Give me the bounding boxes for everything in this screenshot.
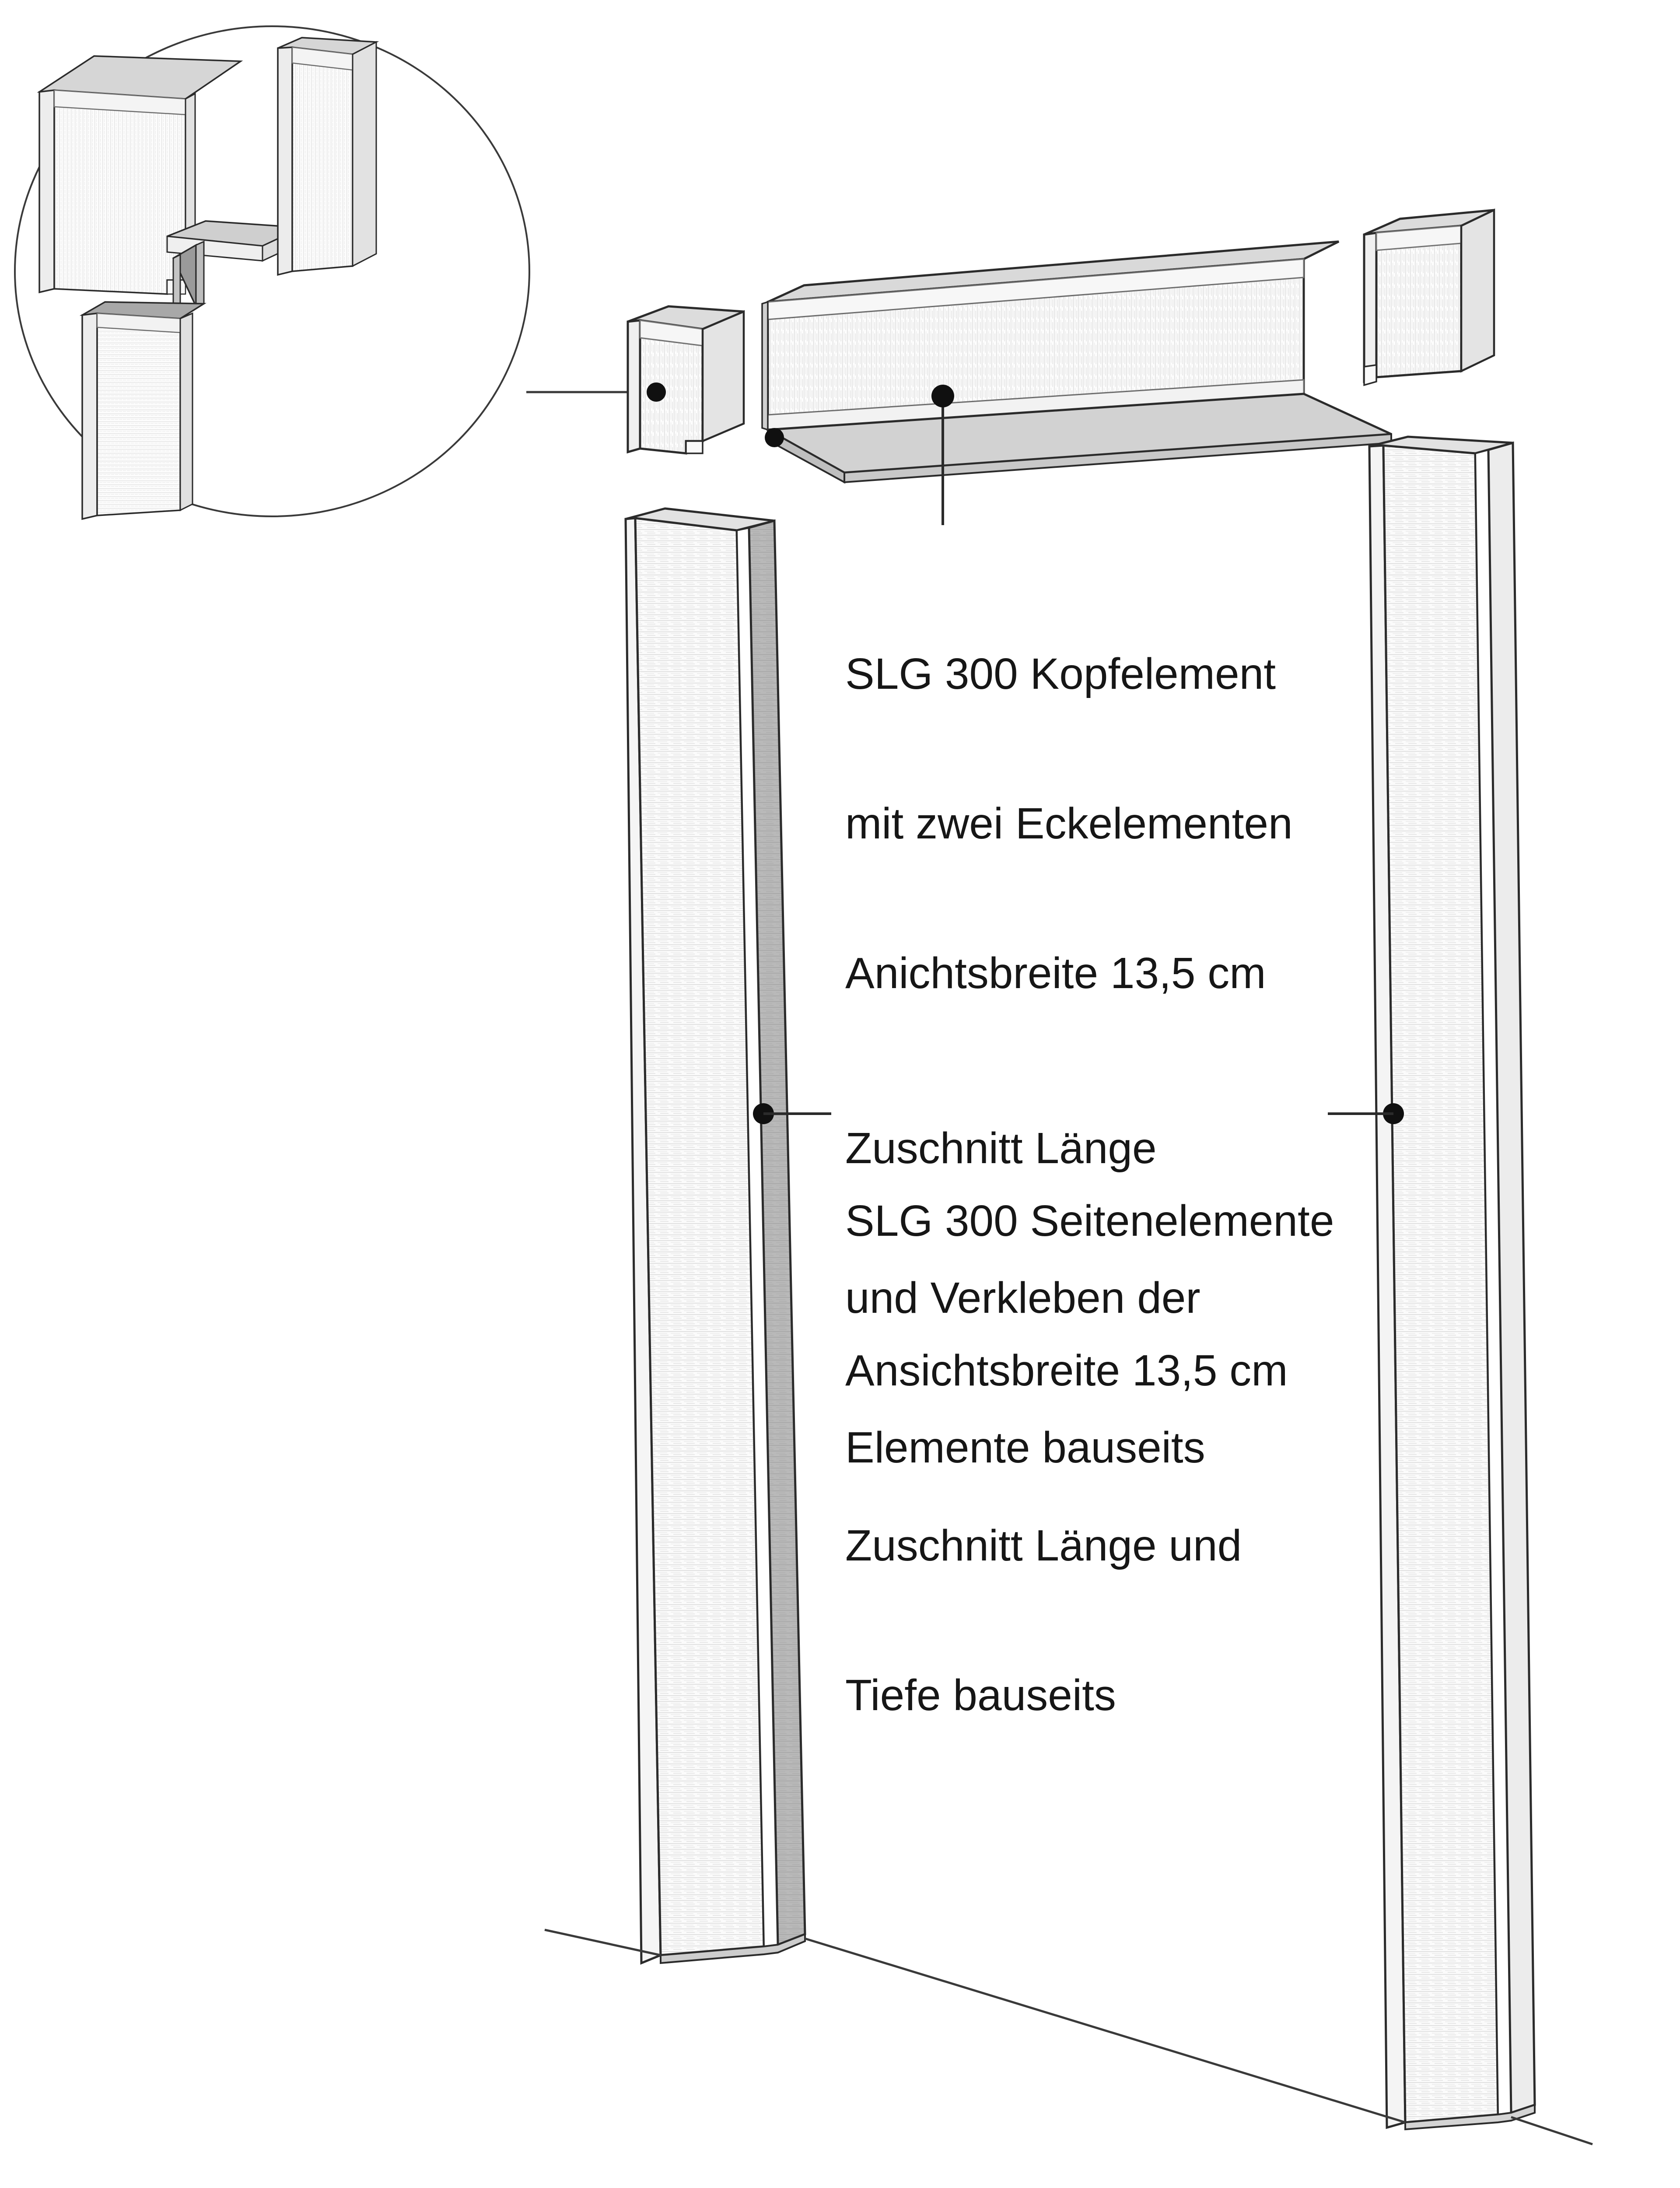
- detail-callout-circle: [14, 25, 530, 520]
- head-line-3: Anichtsbreite 13,5 cm: [845, 949, 1266, 998]
- head-line-1: SLG 300 Kopfelement: [845, 649, 1276, 698]
- detail-corner-block-bottom: [79, 240, 206, 520]
- head-line-5: und Verkleben der: [845, 1273, 1200, 1322]
- ground-line-right: [1511, 2116, 1593, 2146]
- side-element-right-column: [1368, 435, 1536, 2131]
- leader-panel-to-head-label: [931, 385, 954, 525]
- callout-circle-outline: [14, 25, 530, 517]
- ground-line-left-near: [544, 1929, 661, 1957]
- ground-line-middle: [805, 1937, 1406, 2124]
- detail-corner-block-right: [166, 37, 379, 276]
- side-line-4: Tiefe bauseits: [845, 1671, 1116, 1720]
- side-element-left-column: [624, 507, 806, 1965]
- head-corner-element-left: [626, 305, 745, 455]
- head-line-2: mit zwei Eckelementen: [845, 799, 1293, 848]
- detail-corner-block-left: [37, 55, 243, 295]
- side-line-3: Zuschnitt Länge und: [845, 1521, 1242, 1570]
- label-head-element: SLG 300 Kopfelement mit zwei Eckelemente…: [845, 549, 1293, 1572]
- side-line-1: SLG 300 Seitenelemente: [845, 1196, 1334, 1245]
- head-line-6: Elemente bauseits: [845, 1423, 1205, 1472]
- leader-dot-corner-left: [647, 382, 666, 402]
- leader-dot-panel-base: [765, 428, 784, 447]
- head-line-4: Zuschnitt Länge: [845, 1124, 1157, 1173]
- head-element-panel: [761, 240, 1392, 484]
- ground-lines: [544, 1929, 1593, 2146]
- side-line-2: Ansichtsbreite 13,5 cm: [845, 1346, 1288, 1395]
- head-corner-element-right: [1363, 208, 1495, 386]
- label-side-elements: SLG 300 Seitenelemente Ansichtsbreite 13…: [845, 1096, 1334, 1820]
